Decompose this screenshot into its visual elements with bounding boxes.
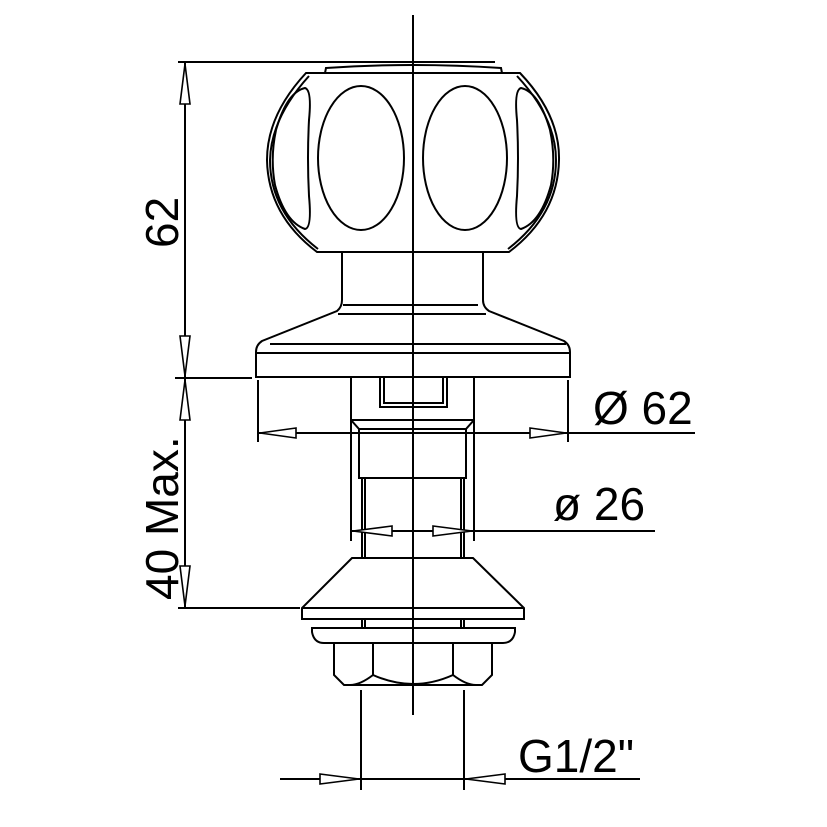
knob: [265, 64, 561, 253]
knob-grip-crescent-left: [271, 86, 311, 231]
arrow-right: [529, 427, 567, 439]
label-62: 62: [136, 197, 188, 248]
stem-slot-inner: [383, 376, 444, 404]
hex-nut-faces: [349, 643, 477, 686]
dimension-diameter-62: Ø 62: [257, 380, 695, 442]
fixing-assembly: [301, 557, 525, 686]
washer: [311, 627, 516, 644]
arrow-left: [352, 525, 393, 537]
arrow-right: [319, 773, 360, 785]
arrow-left: [465, 773, 506, 785]
dimension-thread: G1/2": [280, 690, 640, 790]
label-diameter-26: ø 26: [553, 478, 645, 530]
dimension-40-max: 40 Max.: [136, 378, 300, 609]
arrow-down: [179, 335, 191, 377]
knob-body: [265, 72, 561, 253]
arrow-down: [179, 565, 191, 607]
stem-tube: [358, 429, 467, 479]
dimension-diameter-26: ø 26: [350, 420, 655, 541]
stem-upper: [350, 377, 475, 430]
arrow-up: [179, 63, 191, 105]
arrow-left: [259, 427, 297, 439]
label-40-max: 40 Max.: [136, 436, 188, 600]
stem: [350, 376, 475, 628]
arrow-up: [179, 379, 191, 421]
knob-grip-oval-right: [422, 85, 508, 231]
label-thread: G1/2": [518, 730, 634, 782]
dimension-height-62: 62: [136, 61, 495, 379]
knob-grip-crescent-right: [515, 86, 555, 231]
knob-top-cap: [324, 64, 503, 74]
label-diameter-62: Ø 62: [593, 382, 693, 434]
knob-grip-oval-left: [317, 85, 405, 231]
arrow-right: [432, 525, 473, 537]
